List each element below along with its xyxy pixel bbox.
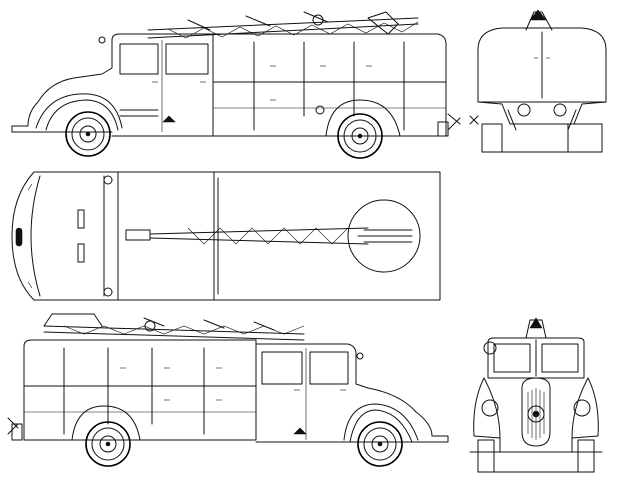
truck-body — [8, 340, 448, 442]
front-view — [460, 312, 612, 478]
rear-view — [462, 4, 612, 166]
front-wheel — [358, 422, 402, 466]
side-view-left — [8, 4, 463, 172]
side-view-right — [4, 304, 456, 478]
roof-ladder — [44, 314, 304, 340]
front-wheel — [66, 112, 110, 156]
rear-wheel — [86, 422, 130, 466]
top-view — [8, 170, 450, 304]
truck-body — [12, 34, 460, 136]
roof-ladder — [148, 12, 418, 38]
rear-wheel — [338, 114, 382, 158]
